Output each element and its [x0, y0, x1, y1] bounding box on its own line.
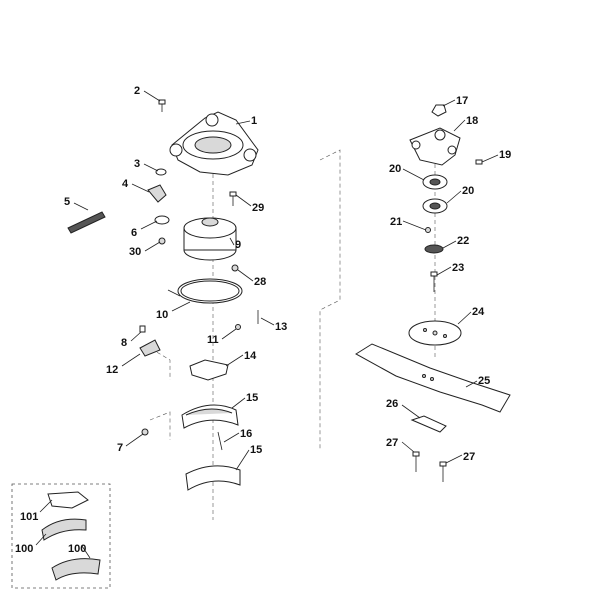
part-6-bushing: [154, 215, 170, 225]
callout-29: 29: [252, 202, 264, 214]
callout-101: 101: [20, 511, 38, 523]
part-100-shoe-lower: [51, 558, 101, 581]
part-3-washer: [155, 168, 167, 176]
part-27-bolt-left: [412, 451, 420, 472]
callout-10: 10: [156, 309, 168, 321]
inset-box: [11, 483, 111, 589]
part-24-blade-disc: [408, 320, 462, 346]
callout-13: 13: [275, 321, 287, 333]
callout-27-right: 27: [463, 451, 475, 463]
leader-lines: [35, 90, 499, 559]
part-12-lever: [139, 339, 161, 357]
callout-5: 5: [64, 196, 70, 208]
part-22-seal: [424, 244, 444, 254]
callout-2: 2: [134, 85, 140, 97]
callout-labels: 2 1 3 4 5 6 30 29 9 28 10 13 11 8 12 14 …: [15, 85, 511, 555]
callout-6: 6: [131, 227, 137, 239]
callout-15-lower: 15: [250, 444, 262, 456]
callout-18: 18: [466, 115, 478, 127]
part-28-washer: [231, 264, 239, 272]
callout-15-upper: 15: [246, 392, 258, 404]
part-17-nut: [431, 104, 447, 117]
callout-8: 8: [121, 337, 127, 349]
callout-4: 4: [122, 178, 129, 190]
part-11-nut: [235, 324, 241, 330]
part-27-bolt-right: [439, 461, 447, 482]
callout-17: 17: [456, 95, 468, 107]
callout-24: 24: [472, 306, 485, 318]
part-5-pin: [67, 211, 106, 234]
part-21-washer: [425, 227, 431, 233]
callout-28: 28: [254, 276, 266, 288]
callout-100-right: 100: [68, 543, 86, 555]
part-29-screw: [229, 191, 237, 206]
callout-1: 1: [251, 115, 257, 127]
callout-22: 22: [457, 235, 469, 247]
callout-9: 9: [235, 239, 241, 251]
callout-23: 23: [452, 262, 464, 274]
part-9-pulley: [183, 217, 237, 261]
part-100-shoe-upper: [41, 518, 87, 541]
part-15-brake-shoe-upper: [181, 404, 239, 429]
part-1-housing: [169, 111, 259, 176]
part-30-nut: [158, 237, 166, 245]
part-10-band: [167, 278, 243, 304]
part-19-screw: [475, 159, 483, 165]
callout-20-lower: 20: [462, 185, 474, 197]
part-26-plate: [410, 415, 447, 433]
callout-20-upper: 20: [389, 163, 401, 175]
callout-19: 19: [499, 149, 511, 161]
callout-26: 26: [386, 398, 398, 410]
callout-100-left: 100: [15, 543, 33, 555]
part-7-nut: [141, 428, 149, 436]
callout-16: 16: [240, 428, 252, 440]
part-4-lever: [147, 184, 167, 203]
part-8-screw: [139, 325, 146, 333]
callout-30: 30: [129, 246, 141, 258]
part-15-brake-shoe-lower: [185, 465, 241, 491]
part-18-flange: [409, 127, 461, 166]
part-16-spring: [217, 431, 223, 451]
part-25-blade: [355, 343, 511, 413]
part-20-bearing-upper: [422, 174, 448, 190]
part-23-bolt: [430, 271, 438, 292]
part-2-bolt: [158, 99, 166, 112]
callout-14: 14: [244, 350, 257, 362]
assembly-guides: [144, 149, 436, 520]
callout-7: 7: [117, 442, 123, 454]
part-14-plate: [189, 359, 229, 381]
part-101-plate: [47, 491, 89, 509]
part-20-bearing-lower: [422, 198, 448, 214]
callout-27-left: 27: [386, 437, 398, 449]
callout-21: 21: [390, 216, 402, 228]
callout-25: 25: [478, 375, 490, 387]
callout-12: 12: [106, 364, 118, 376]
callout-11: 11: [207, 334, 219, 346]
callout-3: 3: [134, 158, 140, 170]
